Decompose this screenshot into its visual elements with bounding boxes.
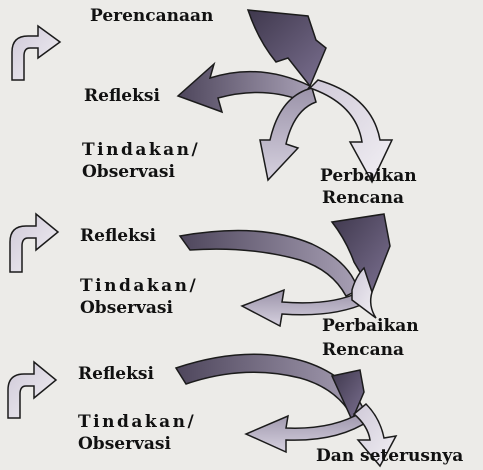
cycle-1-revise-label-line1: Perbaikan bbox=[320, 166, 417, 187]
cycle-2-reflect-arrow-icon bbox=[180, 231, 358, 296]
cycle-1-reflect-label: Refleksi bbox=[84, 86, 160, 107]
cycle-1-act-arrow-icon bbox=[260, 88, 316, 180]
cycle-2-revise-label-line1: Perbaikan bbox=[322, 316, 419, 337]
cycle-1-act-label-line2: Observasi bbox=[82, 162, 175, 183]
cycle-2-revise-label-line2: Rencana bbox=[322, 340, 404, 361]
cycle-3-act-label-line1: Tindakan/ bbox=[78, 412, 196, 433]
cycle-3-act-label-line2: Observasi bbox=[78, 434, 171, 455]
cycle-2-reflect-label: Refleksi bbox=[80, 226, 156, 247]
cycle-2-act-label-line1: Tindakan/ bbox=[80, 276, 198, 297]
cycle-1-start-arrow-icon bbox=[12, 26, 60, 80]
cycle-3-start-arrow-icon bbox=[8, 362, 56, 418]
cycle-3-continue-label: Dan seterusnya bbox=[316, 446, 463, 467]
cycle-3-reflect-label: Refleksi bbox=[78, 364, 154, 385]
cycle-2-act-label-line2: Observasi bbox=[80, 298, 173, 319]
cycle-1-plan-label: Perencanaan bbox=[90, 6, 213, 27]
cycle-1-revise-label-line2: Rencana bbox=[322, 188, 404, 209]
cycle-1-act-label-line1: Tindakan/ bbox=[82, 140, 200, 161]
cycle-2-start-arrow-icon bbox=[10, 214, 58, 272]
